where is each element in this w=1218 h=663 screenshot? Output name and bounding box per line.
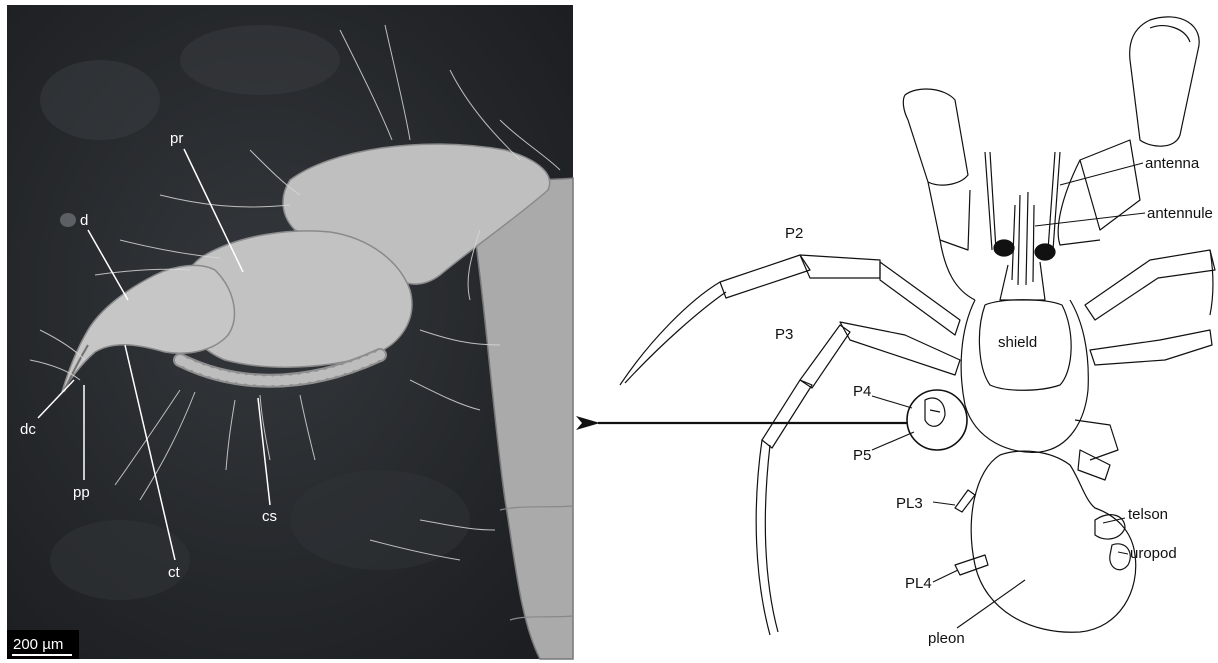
label-pl3: PL3 <box>896 495 923 512</box>
label-uropod: uropod <box>1130 545 1177 562</box>
walking-leg-p2 <box>620 255 960 385</box>
label-shield: shield <box>998 334 1037 351</box>
uropod-shape <box>1110 544 1131 570</box>
scale-bar: 200 µm <box>7 630 79 659</box>
drawing-leader-lines <box>872 163 1145 628</box>
label-antenna: antenna <box>1145 155 1200 172</box>
sem-micrograph: pr d dc pp ct cs 200 µm <box>7 5 573 659</box>
label-p4: P4 <box>853 383 871 400</box>
label-pleon: pleon <box>928 630 965 647</box>
right-eye <box>1035 244 1055 260</box>
label-p2: P2 <box>785 225 803 242</box>
label-p3: P3 <box>775 326 793 343</box>
label-p5: P5 <box>853 447 871 464</box>
pleopod-pl4 <box>955 555 988 575</box>
label-pr: pr <box>170 130 183 147</box>
pleon-outline <box>971 451 1136 632</box>
label-pl4: PL4 <box>905 575 932 592</box>
antennae <box>985 152 1060 250</box>
eyes <box>994 240 1055 260</box>
label-antennule: antennule <box>1147 205 1213 222</box>
label-dc: dc <box>20 421 36 438</box>
hermit-crab-drawing <box>620 17 1215 635</box>
right-walking-legs <box>1075 250 1215 480</box>
scale-bar-label: 200 µm <box>13 636 63 653</box>
label-cs: cs <box>262 508 277 525</box>
left-cheliped <box>903 89 975 300</box>
p4-p5-appendages <box>925 398 945 426</box>
label-d: d <box>80 212 88 229</box>
left-eye <box>994 240 1014 256</box>
label-telson: telson <box>1128 506 1168 523</box>
label-pp: pp <box>73 484 90 501</box>
label-ct: ct <box>168 564 181 581</box>
telson-shape <box>1095 515 1125 539</box>
